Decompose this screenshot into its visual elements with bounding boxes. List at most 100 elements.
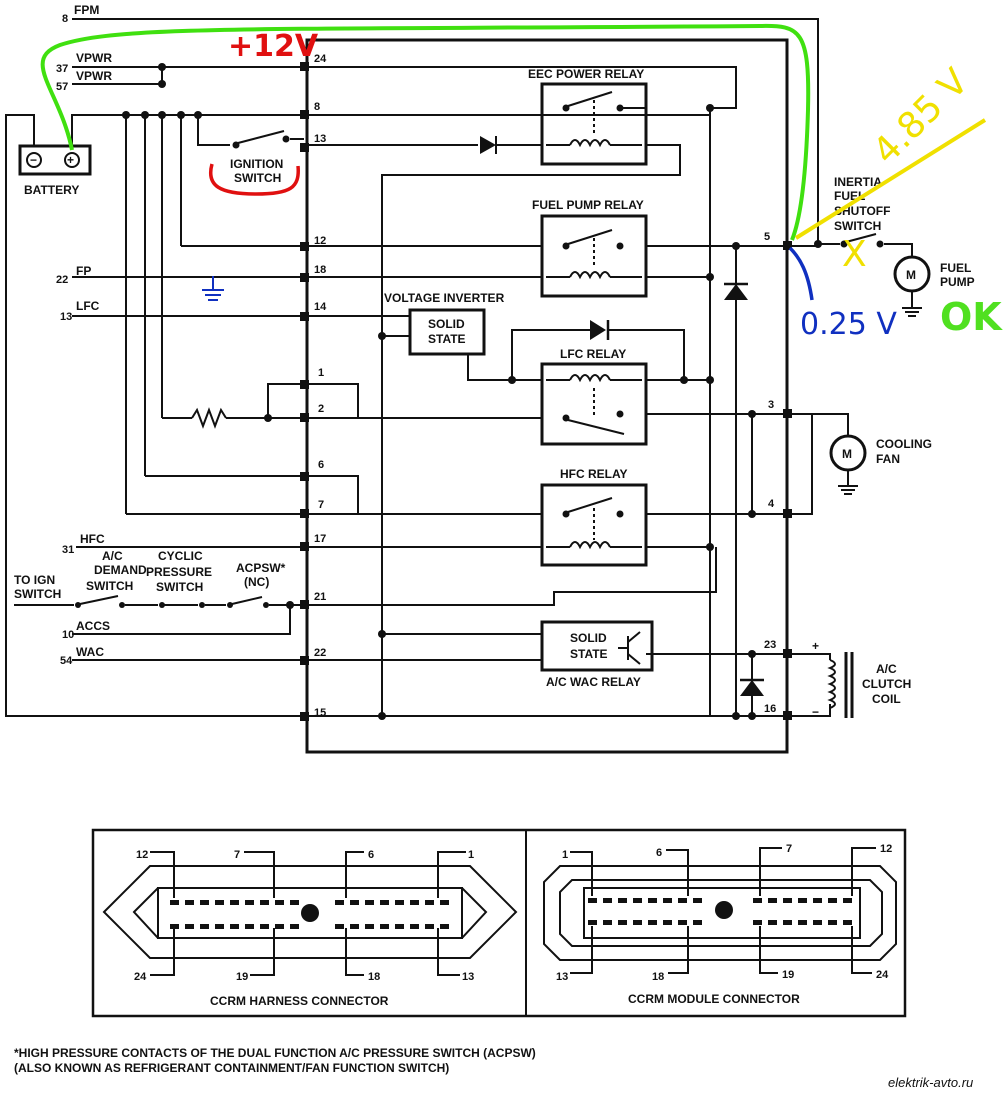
- connector-cavity: [633, 920, 642, 925]
- connector-cavity: [678, 898, 687, 903]
- connector-cavity: [275, 924, 284, 929]
- battery: − + BATTERY: [5, 114, 304, 717]
- footnote: *HIGH PRESSURE CONTACTS OF THE DUAL FUNC…: [14, 1046, 536, 1075]
- svg-text:37: 37: [56, 63, 68, 75]
- svg-text:24: 24: [876, 969, 889, 981]
- connector-cavity: [245, 900, 254, 905]
- svg-text:23: 23: [764, 639, 776, 651]
- svg-text:COIL: COIL: [872, 692, 901, 706]
- svg-text:FUEL PUMP RELAY: FUEL PUMP RELAY: [532, 198, 644, 212]
- connector-cavity: [230, 924, 239, 929]
- svg-text:CCRM HARNESS CONNECTOR: CCRM HARNESS CONNECTOR: [210, 994, 389, 1008]
- svg-text:(NC): (NC): [244, 575, 269, 589]
- svg-text:CYCLIC: CYCLIC: [158, 549, 203, 563]
- connector-cavity: [170, 900, 179, 905]
- internal-wiring: [309, 66, 818, 720]
- connector-cavity: [693, 920, 702, 925]
- svg-text:15: 15: [314, 707, 326, 719]
- connector-cavity: [425, 900, 434, 905]
- svg-text:COOLING: COOLING: [876, 437, 932, 451]
- connector-cavity: [618, 920, 627, 925]
- connector-cavity: [633, 898, 642, 903]
- svg-text:16: 16: [764, 703, 776, 715]
- svg-text:CLUTCH: CLUTCH: [862, 677, 911, 691]
- connector-cavity: [200, 900, 209, 905]
- svg-text:10: 10: [62, 629, 74, 641]
- connector-cavity: [395, 900, 404, 905]
- svg-text:WAC: WAC: [76, 645, 104, 659]
- connector-cavity: [678, 920, 687, 925]
- ignition-switch: IGNITION SWITCH: [230, 130, 304, 185]
- svg-text:8: 8: [62, 13, 68, 25]
- connector-cavity: [425, 924, 434, 929]
- connector-cavity: [215, 924, 224, 929]
- connector-cavity: [275, 900, 284, 905]
- connector-cavity: [245, 924, 254, 929]
- connector-cavity: [350, 924, 359, 929]
- svg-text:22: 22: [56, 274, 68, 286]
- connector-cavity: [768, 898, 777, 903]
- connector-cavity: [798, 898, 807, 903]
- connector-cavity: [648, 898, 657, 903]
- svg-text:*HIGH PRESSURE CONTACTS OF THE: *HIGH PRESSURE CONTACTS OF THE DUAL FUNC…: [14, 1046, 536, 1060]
- connector-cavity: [410, 924, 419, 929]
- connector-cavity: [603, 898, 612, 903]
- svg-text:A/C: A/C: [102, 549, 123, 563]
- connector-cavity: [753, 920, 762, 925]
- svg-text:SOLID: SOLID: [570, 631, 607, 645]
- cooling-fan-motor: M COOLING FAN: [792, 413, 932, 515]
- ac-wac-relay: SOLID STATE A/C WAC RELAY: [540, 620, 654, 689]
- svg-text:18: 18: [652, 971, 664, 983]
- svg-text:FUEL: FUEL: [940, 261, 971, 275]
- ground-annotation: [202, 276, 224, 301]
- svg-text:SOLID: SOLID: [428, 317, 465, 331]
- svg-text:24: 24: [314, 53, 327, 65]
- connector-cavity: [260, 924, 269, 929]
- svg-text:13: 13: [60, 311, 72, 323]
- svg-text:5: 5: [764, 231, 770, 243]
- svg-text:FPM: FPM: [74, 3, 99, 17]
- svg-text:7: 7: [786, 843, 792, 855]
- svg-text:+: +: [67, 153, 74, 167]
- connector-cavity: [663, 920, 672, 925]
- svg-text:4: 4: [768, 498, 775, 510]
- svg-text:PRESSURE: PRESSURE: [146, 565, 212, 579]
- connector-cavity: [230, 900, 239, 905]
- svg-text:IGNITION: IGNITION: [230, 157, 283, 171]
- svg-text:14: 14: [314, 301, 327, 313]
- connector-cavity: [828, 920, 837, 925]
- left-signal-lines: 22 FP 13 LFC 31 HFC 10 ACCS 54 WAC: [56, 264, 304, 667]
- connector-cavity: [843, 920, 852, 925]
- connector-cavity: [185, 900, 194, 905]
- connector-cavity: [350, 900, 359, 905]
- svg-text:(ALSO KNOWN AS REFRIGERANT CON: (ALSO KNOWN AS REFRIGERANT CONTAINMENT/F…: [14, 1061, 449, 1075]
- connector-cavity: [290, 900, 299, 905]
- connector-cavity: [588, 920, 597, 925]
- connector-cavity: [798, 920, 807, 925]
- svg-text:FAN: FAN: [876, 452, 900, 466]
- connector-cavity: [290, 924, 299, 929]
- ccrm-harness-connector: 12 7 6 1 24 19 18 13 CCRM HARNESS CONNEC…: [102, 849, 518, 1008]
- connector-cavity: [768, 920, 777, 925]
- svg-text:1: 1: [562, 849, 568, 861]
- svg-text:6: 6: [656, 847, 662, 859]
- svg-text:VPWR: VPWR: [76, 69, 112, 83]
- hfc-relay: HFC RELAY: [540, 467, 648, 567]
- fpm-wire: 8 FPM: [62, 3, 819, 244]
- svg-text:6: 6: [368, 849, 374, 861]
- connector-cavity: [380, 924, 389, 929]
- svg-text:1: 1: [318, 367, 324, 379]
- connector-cavity: [380, 900, 389, 905]
- svg-text:SWITCH: SWITCH: [834, 219, 881, 233]
- svg-text:2: 2: [318, 403, 324, 415]
- svg-text:1: 1: [468, 849, 474, 861]
- svg-text:SWITCH: SWITCH: [86, 579, 133, 593]
- connector-cavity: [813, 920, 822, 925]
- vpwr-wires: 37 VPWR 57 VPWR: [56, 51, 304, 93]
- connector-cavity: [693, 898, 702, 903]
- svg-text:OK: OK: [940, 295, 1003, 339]
- svg-text:13: 13: [314, 133, 326, 145]
- svg-text:STATE: STATE: [570, 647, 608, 661]
- svg-text:DEMAND: DEMAND: [94, 563, 147, 577]
